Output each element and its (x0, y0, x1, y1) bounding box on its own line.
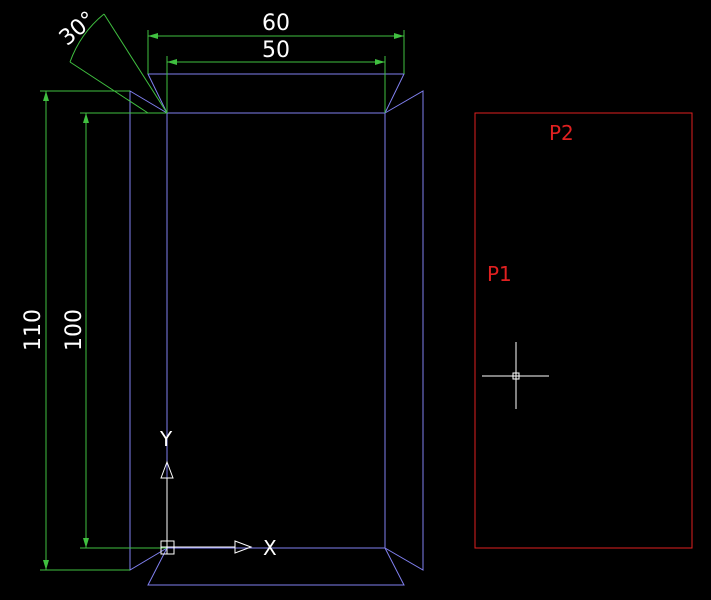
dimension-lines (40, 13, 405, 571)
bottom-flap (147, 547, 405, 586)
dimension-height-inner: 100 (62, 309, 87, 351)
dimension-arrows (43, 33, 404, 570)
dimension-width-outer: 60 (262, 11, 290, 36)
inner-rectangle (166, 112, 386, 549)
top-flap (147, 73, 405, 114)
ucs-x-label: X (263, 536, 277, 560)
ucs-icon (160, 460, 253, 555)
annotation-p1: P1 (487, 262, 512, 286)
right-flap (384, 90, 424, 571)
dimension-width-inner: 50 (262, 38, 290, 63)
dimension-height-outer: 110 (21, 309, 46, 351)
crosshair-cursor-icon (482, 342, 549, 409)
left-flap (129, 90, 168, 571)
dimension-angle: 30° (55, 7, 101, 51)
ucs-y-label: Y (159, 427, 173, 451)
annotation-p2: P2 (549, 121, 574, 145)
box-geometry (129, 73, 424, 586)
reference-rectangle (474, 112, 693, 549)
